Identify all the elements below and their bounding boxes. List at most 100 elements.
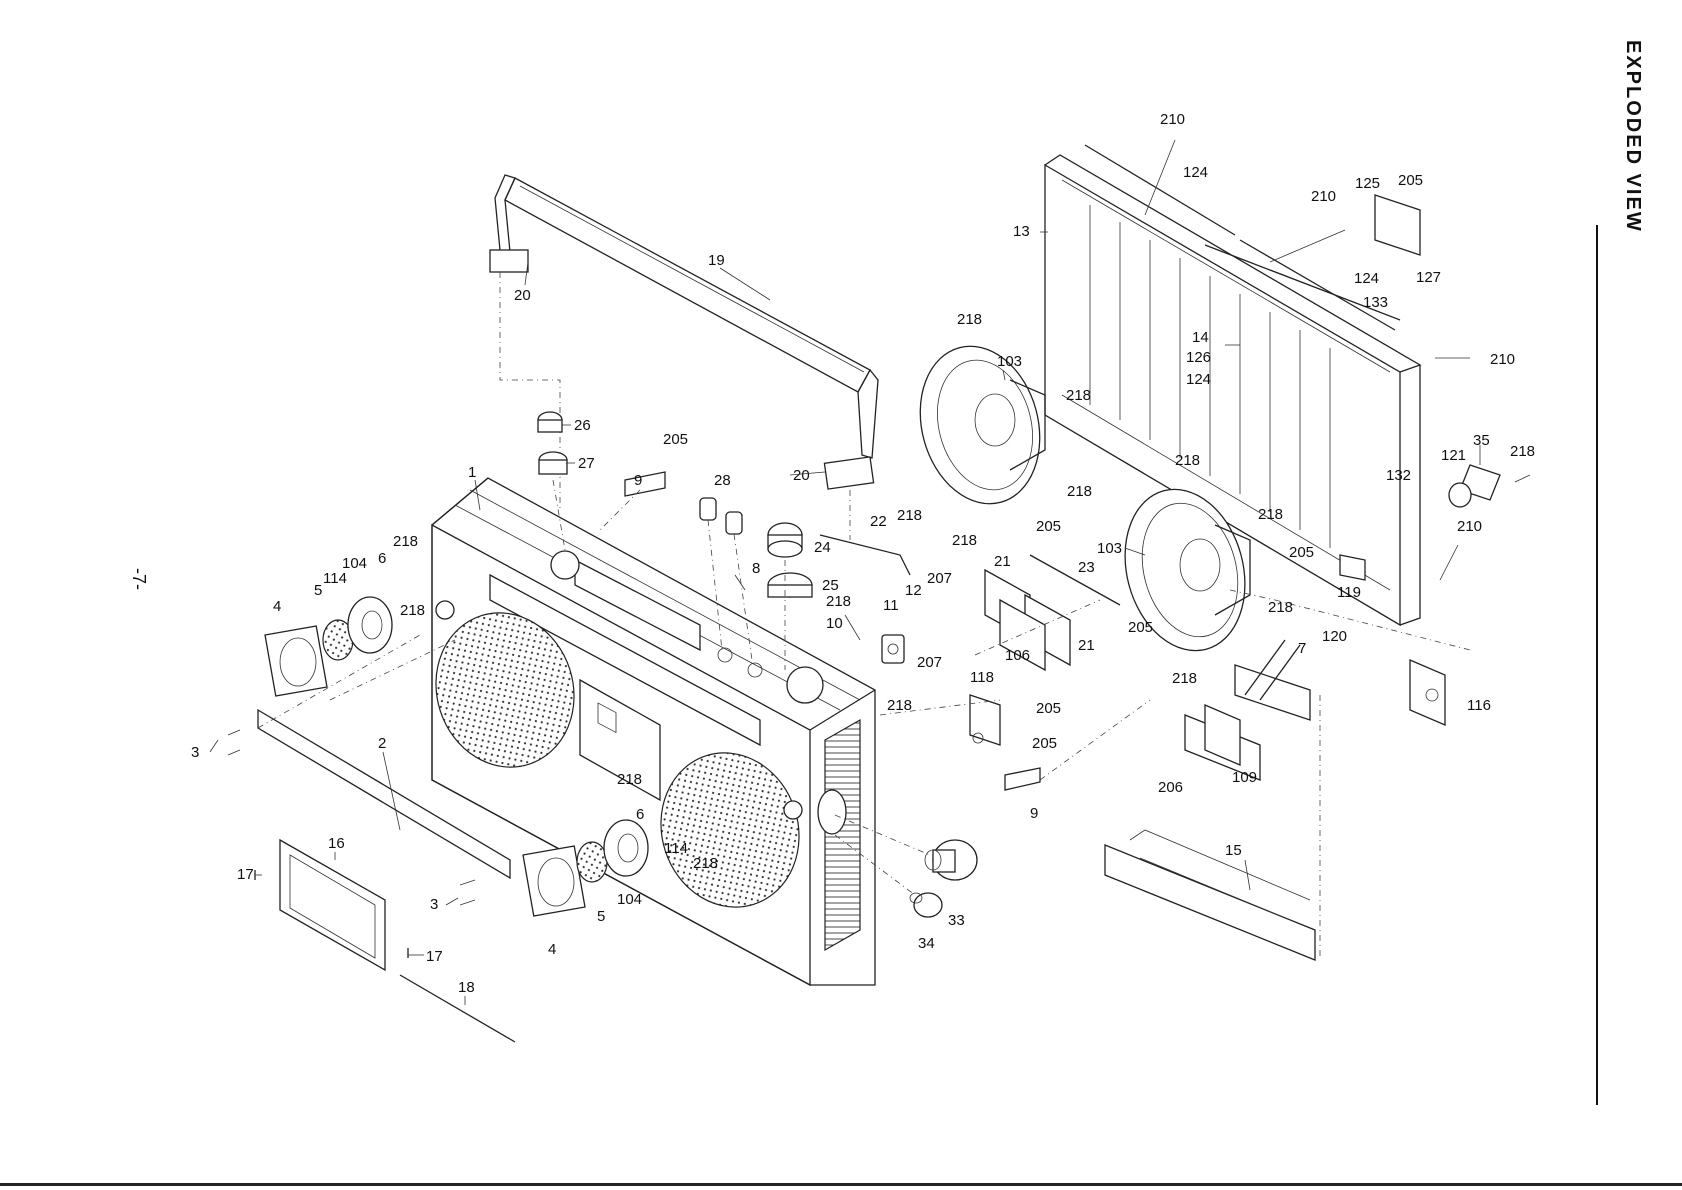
callout-label: 205 [1032,735,1057,752]
callout-label: 205 [663,431,688,448]
screws [227,139,1531,906]
callout-label: 132 [1386,467,1411,484]
callout-label: 28 [714,472,731,489]
switch-11 [881,634,905,664]
callout-label: 24 [814,539,831,556]
callout-label: 103 [997,353,1022,370]
callout-label: 207 [927,570,952,587]
callout-label: 218 [693,855,718,872]
knob-26-27 [537,411,568,551]
knob-34 [909,892,943,918]
callout-label: 210 [1457,518,1482,535]
carrying-handle [489,174,879,540]
callout-label: 205 [1036,518,1061,535]
callout-label: 218 [617,771,642,788]
callout-label: 124 [1186,371,1211,388]
callout-label: 207 [917,654,942,671]
callout-label: 22 [870,513,887,530]
callout-label: 5 [314,582,322,599]
callout-label: 3 [430,896,438,913]
callout-label: 23 [1078,559,1095,576]
ac-socket-116 [1409,659,1446,726]
callout-label: 205 [1289,544,1314,561]
callout-label: 15 [1225,842,1242,859]
callout-label: 13 [1013,223,1030,240]
callout-label: 104 [342,555,367,572]
rear-cabinet [1044,144,1422,627]
callout-label: 124 [1354,270,1379,287]
callout-label: 11 [883,597,899,614]
callout-label: 7 [1298,640,1306,657]
callout-label: 21 [1078,637,1095,654]
transformer-109 [1184,639,1311,781]
callout-label: 1 [468,464,476,481]
callout-label: 218 [952,532,977,549]
callout-label: 218 [400,602,425,619]
tweeter-left [264,596,393,697]
callout-label: 218 [1067,483,1092,500]
page-number: -7- [129,568,149,590]
callout-label: 18 [458,979,475,996]
hinge-rod [399,974,516,1043]
bracket-125 [1374,194,1421,256]
battery-cover-15 [1104,829,1316,961]
callout-label: 16 [328,835,345,852]
callout-label: 10 [826,615,843,632]
lever-22 [819,534,911,576]
callout-label: 35 [1473,432,1490,449]
front-trim-panel [257,634,511,880]
callout-label: 9 [634,472,642,489]
callout-label: 103 [1097,540,1122,557]
callout-label: 6 [636,806,644,823]
callout-label: 104 [617,891,642,908]
callout-label: 8 [752,560,760,577]
knobs-28 [699,497,753,661]
front-cabinet [431,477,876,987]
woofer-right [1124,488,1251,652]
callout-label: 106 [1005,647,1030,664]
callout-label: 17 [237,866,254,883]
slider-23-21 [984,554,1121,672]
callout-label: 127 [1416,269,1441,286]
callout-label: 205 [1128,619,1153,636]
callout-label: 109 [1232,769,1257,786]
callout-label: 33 [948,912,965,929]
callout-label: 218 [1258,506,1283,523]
page-title: EXPLODED VIEW [1622,40,1644,233]
callout-label: 12 [905,582,922,599]
cassette-lid [254,838,409,972]
callout-label: 14 [1192,329,1209,346]
callout-label: 121 [1441,447,1466,464]
callout-label: 114 [323,570,347,587]
callout-label: 218 [887,697,912,714]
callout-label: 126 [1186,349,1211,366]
woofer-left [919,345,1046,505]
jack-118 [969,694,1001,746]
callout-label: 119 [1337,584,1361,601]
knob-24-25 [767,522,813,670]
callout-label: 114 [664,840,688,857]
callout-label: 133 [1363,294,1388,311]
callout-label: 5 [597,908,605,925]
callout-label: 124 [1183,164,1208,181]
callout-label: 218 [1175,452,1200,469]
callout-label: 27 [578,455,595,472]
callout-label: 218 [826,593,851,610]
callout-label: 210 [1311,188,1336,205]
callout-label: 19 [708,252,725,269]
callout-label: 120 [1322,628,1347,645]
callout-label: 218 [1510,443,1535,460]
callout-label: 17 [426,948,443,965]
callout-label: 218 [1268,599,1293,616]
knob-33 [924,839,978,881]
callout-label: 21 [994,553,1011,570]
callout-label: 20 [793,467,810,484]
callout-label: 206 [1158,779,1183,796]
callout-label: 205 [1036,700,1061,717]
callout-label: 9 [1030,805,1038,822]
callout-label: 34 [918,935,935,952]
callout-label: 4 [273,598,281,615]
callout-label: 4 [548,941,556,958]
callout-label: 210 [1160,111,1185,128]
